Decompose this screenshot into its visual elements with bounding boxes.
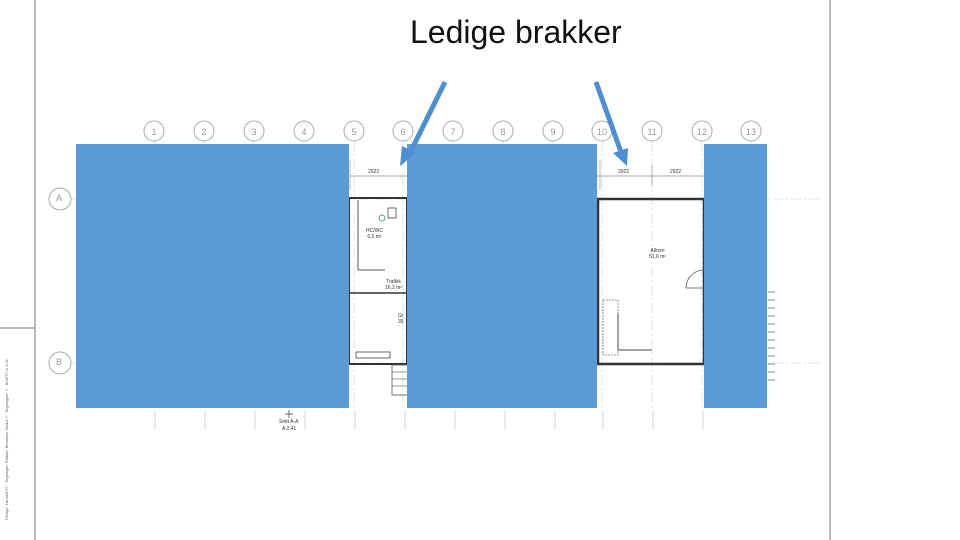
grid-column-label: 2 bbox=[201, 127, 206, 137]
room-name-hc-wc: HC/WC bbox=[366, 228, 383, 234]
cover-block-left bbox=[76, 144, 349, 408]
room-label-hc-wc: HC/WC 6,5 m² bbox=[366, 228, 383, 240]
grid-column-marker-5: 5 bbox=[343, 120, 365, 410]
grid-column-label: 13 bbox=[746, 127, 756, 137]
grid-column-label: 7 bbox=[450, 127, 455, 137]
railing bbox=[768, 291, 775, 381]
grid-column-label: 10 bbox=[597, 127, 607, 137]
room-label-left: Gr 35 bbox=[398, 313, 404, 325]
grid-column-label: 4 bbox=[301, 127, 306, 137]
bottom-grid-ticks bbox=[154, 410, 704, 430]
slide-title: Ledige brakker bbox=[410, 14, 622, 50]
dimension-label-1: 2922 bbox=[368, 169, 380, 175]
room-name-allrom: Allrom bbox=[650, 248, 665, 254]
section-marker-ref: A 2.41 bbox=[282, 426, 297, 432]
grid-column-label: 6 bbox=[400, 127, 405, 137]
grid-row-label-b: B bbox=[56, 357, 63, 367]
dimension-label-2: 2922 bbox=[618, 169, 630, 175]
grid-column-label: 8 bbox=[500, 127, 505, 137]
section-marker bbox=[285, 410, 293, 418]
room-label-allrom: Allrom 51,6 m² bbox=[649, 248, 666, 260]
arrow-to-right-building bbox=[593, 81, 628, 166]
section-marker-label: Snitt A-A bbox=[279, 419, 299, 425]
room-area-hc-wc: 6,5 m² bbox=[367, 234, 382, 240]
arrow-to-left-gap bbox=[400, 80, 448, 166]
dimension-label-3: 2922 bbox=[670, 169, 682, 175]
sheet-title-block: Design: Lønnet/?/? · Tegninger: Brakke, … bbox=[4, 359, 9, 520]
cover-block-right bbox=[704, 144, 767, 408]
grid-column-label: 11 bbox=[647, 127, 656, 137]
room-name-trafikk: Trafikk bbox=[386, 279, 401, 285]
room-area-left: 35 bbox=[398, 319, 404, 325]
room-area-allrom: 51,6 m² bbox=[649, 254, 666, 260]
cover-block-middle bbox=[407, 144, 597, 408]
room-area-trafikk: 16,2 m² bbox=[385, 285, 402, 291]
grid-column-label: 3 bbox=[251, 127, 256, 137]
grid-column-label: 5 bbox=[351, 127, 356, 137]
grid-row-label-a: A bbox=[56, 193, 63, 203]
grid-column-label: 12 bbox=[697, 127, 707, 137]
building-fragment-allrom bbox=[596, 197, 706, 366]
grid-column-marker-11: 11 bbox=[641, 120, 663, 410]
grid-column-label: 9 bbox=[550, 127, 555, 137]
room-label-trafikk: Trafikk 16,2 m² bbox=[385, 279, 402, 291]
room-name-left: Gr bbox=[398, 313, 404, 319]
grid-column-label: 1 bbox=[151, 127, 156, 137]
